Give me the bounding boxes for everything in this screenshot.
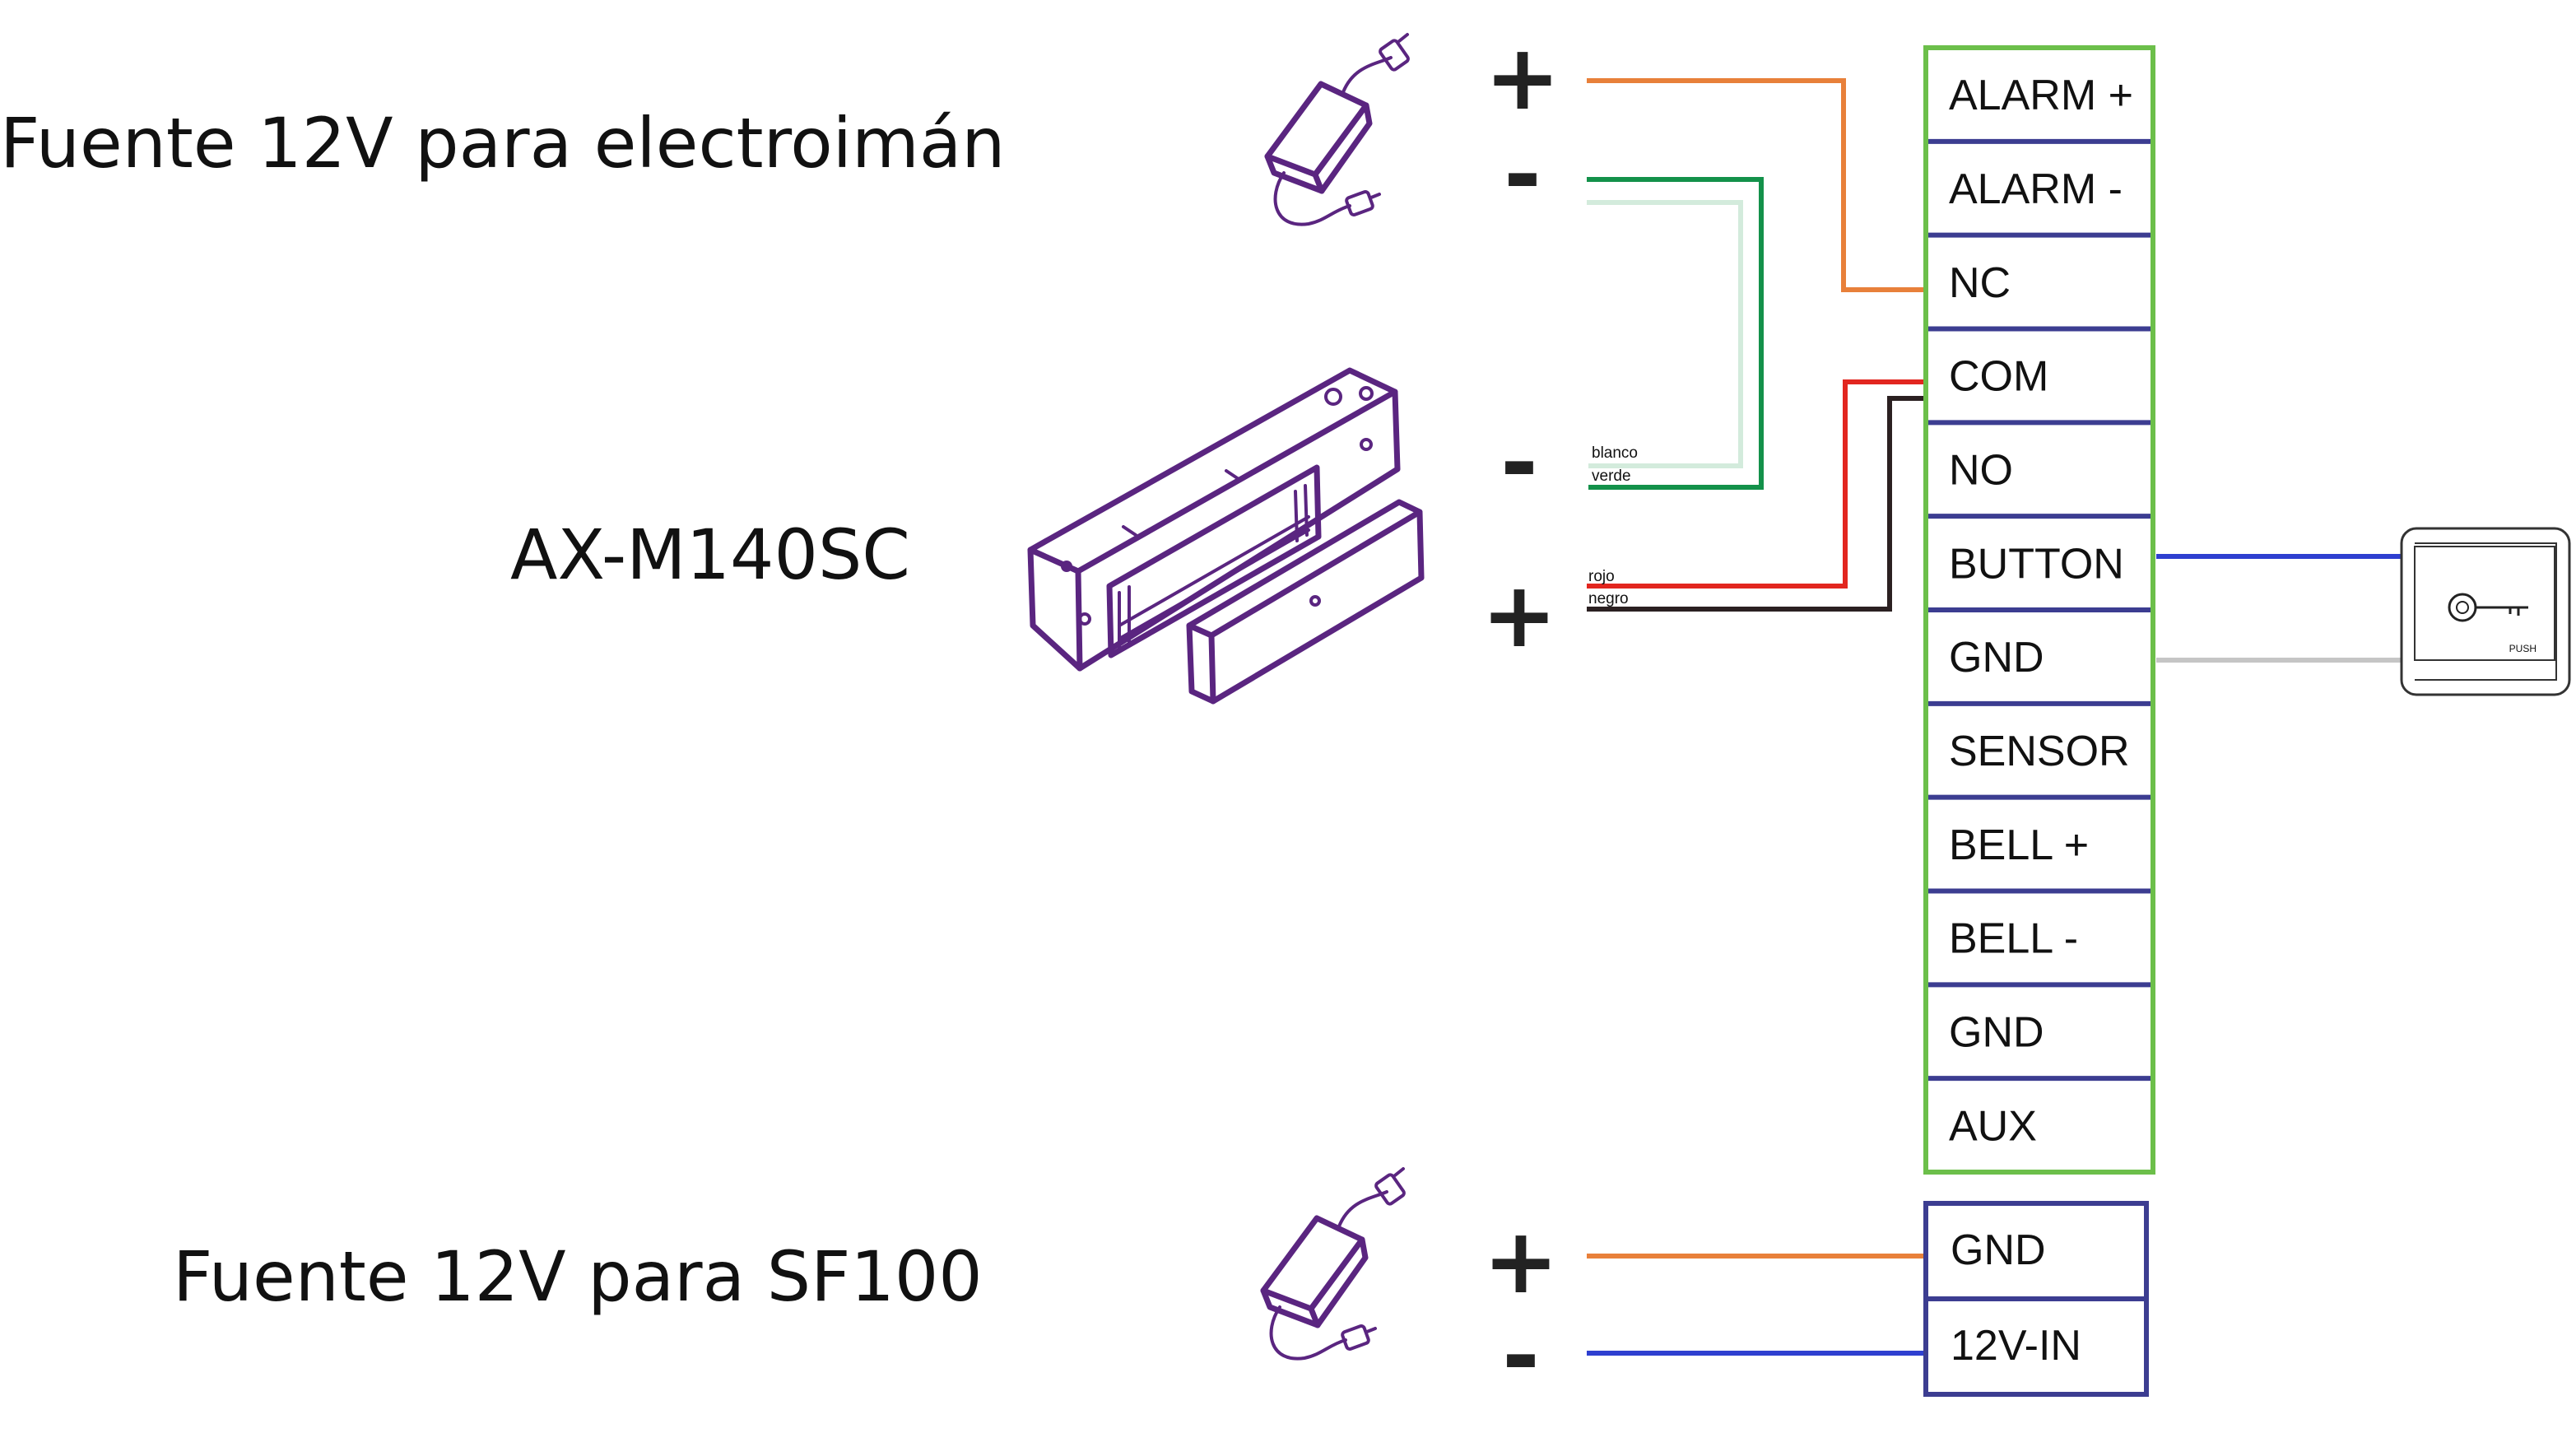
power-terminal-label: 12V-IN: [1951, 1322, 2081, 1370]
wire-black: [1587, 396, 1926, 612]
psu-reader-label: Fuente 12V para SF100: [173, 1236, 983, 1317]
electromagnetic-lock: [1027, 367, 1425, 705]
wire-label-black: negro: [1588, 590, 1629, 607]
terminal-label: ALARM -: [1949, 165, 2123, 213]
wires: [1587, 78, 2402, 1356]
wire-green: [1587, 177, 1764, 490]
terminal-block-frame: [1923, 45, 2155, 1175]
terminal-label: ALARM +: [1949, 72, 2133, 119]
exit-button: PUSH: [2400, 527, 2571, 696]
terminal-label: GND: [1949, 634, 2044, 682]
psu-magnet-minus-sign: -: [1504, 122, 1541, 227]
wire-red: [1587, 379, 1926, 589]
psu-reader-plus-sign: +: [1483, 1208, 1559, 1314]
terminal-label: NC: [1949, 259, 2011, 307]
psu-magnet-label: Fuente 12V para electroimán: [0, 103, 1006, 184]
terminal-label: GND: [1949, 1008, 2044, 1056]
wire-orange-nc: [1587, 78, 1926, 292]
terminal-block: ALARM + ALARM - NC COM NO BUTTON GND SENSOR BELL…: [1923, 45, 2155, 1175]
wire-label-red: rojo: [1588, 568, 1615, 585]
terminal-label: BELL -: [1949, 915, 2078, 963]
terminal-label: BELL +: [1949, 821, 2089, 869]
terminal-label: NO: [1949, 446, 2013, 494]
power-adapter-icon: [1260, 1167, 1406, 1361]
power-terminal-label: GND: [1951, 1226, 2046, 1274]
key-icon: [2448, 593, 2528, 622]
terminal-label: BUTTON: [1949, 540, 2124, 588]
terminal-label: SENSOR: [1949, 728, 2130, 775]
wire-label-white: blanco: [1592, 444, 1638, 462]
exit-button-plate: [2400, 527, 2571, 696]
wire-label-green: verde: [1592, 468, 1631, 485]
terminal-label: AUX: [1949, 1102, 2037, 1150]
push-label: PUSH: [2509, 643, 2536, 654]
psu-magnet-plus-sign: +: [1485, 25, 1560, 130]
lock-plus-sign: +: [1481, 562, 1557, 668]
lock-minus-sign: -: [1500, 410, 1538, 515]
power-terminal-block: GND 12V-IN: [1923, 1201, 2149, 1397]
power-adapter-icon: [1264, 33, 1410, 226]
wire-white: [1587, 200, 1743, 468]
lock-model-label: AX-M140SC: [510, 514, 910, 595]
terminal-label: COM: [1949, 353, 2048, 401]
psu-reader-minus-sign: -: [1502, 1303, 1540, 1408]
